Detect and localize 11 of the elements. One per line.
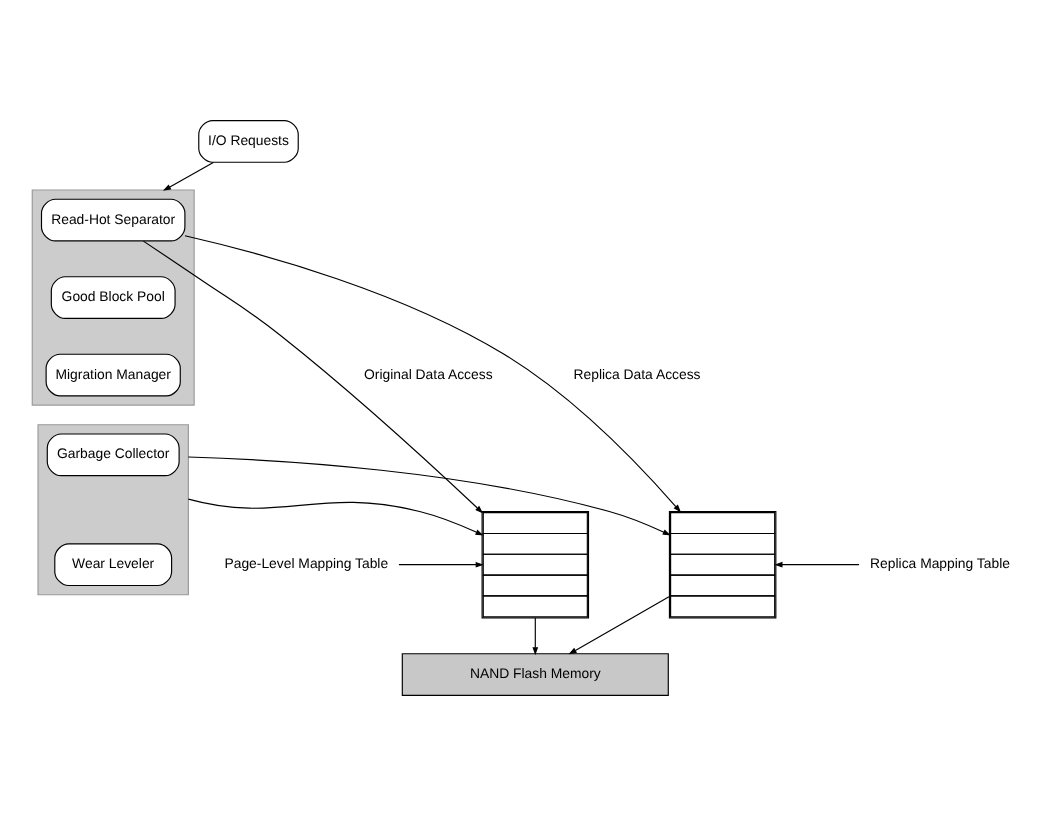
arrow [183, 234, 681, 512]
arrow [186, 497, 483, 535]
arrow [531, 616, 538, 655]
arrow [186, 455, 670, 535]
arrow [141, 239, 483, 513]
arrow [567, 595, 669, 654]
cluster [36, 423, 188, 595]
arrow [397, 560, 483, 567]
cluster [30, 188, 194, 405]
arrow [161, 160, 213, 190]
arrow [773, 560, 859, 567]
